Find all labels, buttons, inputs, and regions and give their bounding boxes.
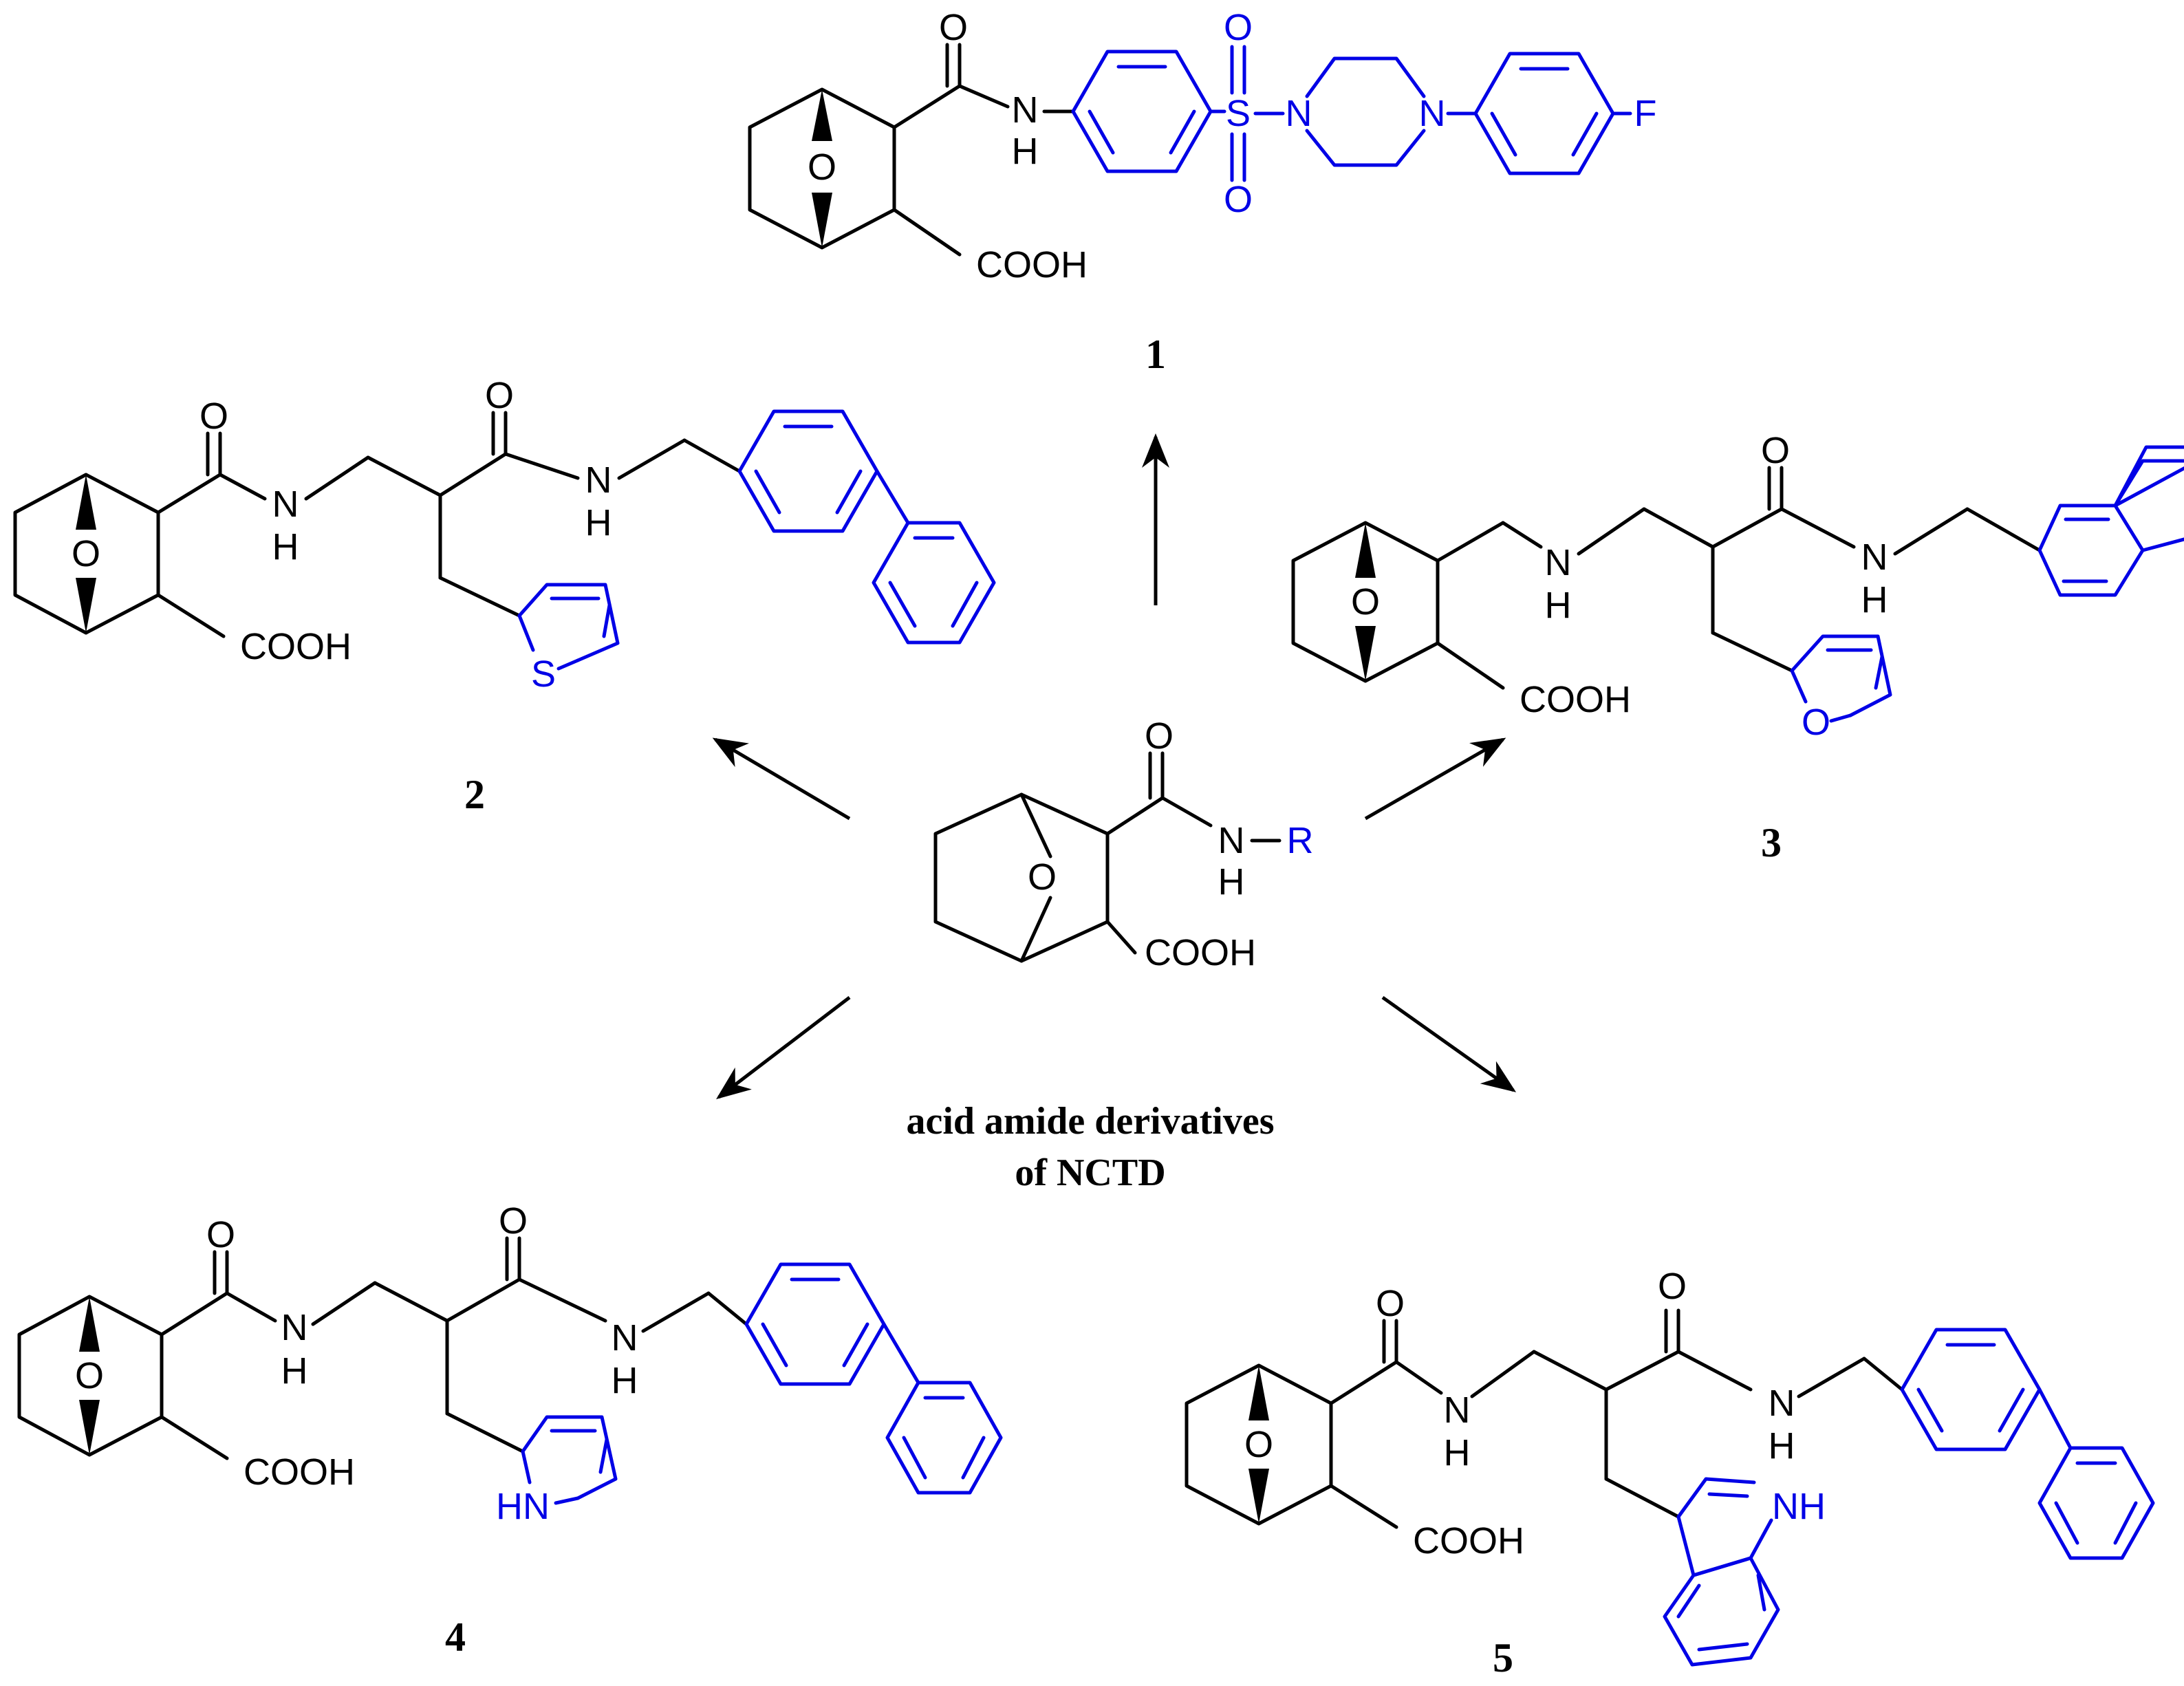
atom-h-2: H	[1861, 579, 1888, 620]
atom-h: H	[1444, 1432, 1471, 1473]
compound-5: O O N H O N H COOH NH	[1185, 1266, 2155, 1680]
caption-line2: of NCTD	[1015, 1152, 1165, 1194]
atom-n-2: N	[585, 460, 612, 501]
atom-cooh: COOH	[1520, 679, 1631, 720]
arrow-to-5	[1381, 995, 1517, 1092]
atom-o-carbonyl: O	[1376, 1283, 1405, 1324]
atom-h: H	[1218, 861, 1245, 903]
atom-o-carbonyl: O	[939, 7, 968, 48]
atom-cooh: COOH	[1145, 932, 1256, 973]
arrow-to-2	[712, 737, 851, 821]
atom-n: N	[1012, 89, 1039, 131]
compound-2: O O N H O N H COOH S	[13, 375, 996, 817]
compound-4: O O N H O N H COOH HN	[17, 1200, 1003, 1660]
atom-n: N	[1444, 1390, 1471, 1431]
atom-n: N	[281, 1307, 308, 1348]
atom-o-carbonyl: O	[1761, 430, 1790, 471]
atom-o-sulfonyl-top: O	[1224, 7, 1253, 48]
atom-o-bridge: O	[72, 533, 100, 574]
atom-o-carbonyl-2: O	[499, 1200, 528, 1242]
atom-h-2: H	[585, 502, 612, 543]
atom-r-group: R	[1287, 820, 1314, 861]
atom-f: F	[1634, 93, 1657, 134]
atom-s: S	[531, 653, 556, 695]
atom-o-bridge: O	[1351, 581, 1380, 623]
arrows	[712, 433, 1517, 1100]
atom-h-2: H	[612, 1360, 638, 1401]
atom-o-furan: O	[1802, 702, 1830, 743]
atom-n: N	[272, 484, 299, 525]
compound-label: 3	[1761, 820, 1782, 865]
arrow-to-4	[716, 996, 851, 1100]
compound-label: 1	[1145, 332, 1166, 377]
atom-cooh: COOH	[976, 244, 1088, 285]
atom-o-carbonyl: O	[199, 396, 228, 437]
atom-h: H	[1012, 131, 1039, 172]
compound-label: 5	[1493, 1635, 1513, 1680]
compound-label: 4	[445, 1614, 466, 1660]
atom-o-bridge: O	[1244, 1424, 1273, 1465]
atom-cooh: COOH	[244, 1451, 355, 1493]
atom-o-carbonyl: O	[206, 1214, 235, 1255]
atom-n-piperazine-1: N	[1286, 93, 1312, 134]
atom-n-2: N	[1861, 537, 1888, 578]
atom-o-sulfonyl-bottom: O	[1224, 179, 1253, 220]
compound-label: 2	[464, 772, 485, 817]
arrow-to-3	[1364, 737, 1506, 821]
atom-cooh: COOH	[240, 626, 352, 667]
atom-n: N	[1218, 820, 1245, 861]
atom-o-carbonyl-2: O	[1658, 1266, 1687, 1307]
atom-nh-pyrrole: HN	[496, 1486, 550, 1527]
atom-s: S	[1226, 93, 1251, 134]
atom-nh-indole: NH	[1772, 1486, 1826, 1527]
atom-h-2: H	[1769, 1425, 1795, 1467]
atom-n-2: N	[612, 1317, 638, 1359]
atom-h: H	[1545, 585, 1572, 626]
caption-line1: acid amide derivatives	[906, 1100, 1274, 1143]
center-structure: O O N H R COOH	[933, 715, 1314, 973]
atom-n-2: N	[1769, 1383, 1795, 1424]
compound-1: O O N H COOH S O O N N F 1	[748, 7, 1657, 377]
atom-cooh: COOH	[1413, 1520, 1524, 1561]
atom-h: H	[272, 526, 299, 568]
atom-o-bridge: O	[1028, 856, 1057, 898]
atom-o-bridge: O	[808, 147, 836, 188]
atom-n-piperazine-2: N	[1419, 93, 1446, 134]
atom-o-carbonyl-2: O	[485, 375, 514, 416]
atom-h: H	[281, 1350, 308, 1392]
atom-o-carbonyl: O	[1145, 715, 1174, 757]
compound-3: O N H O N H COOH O 3	[1291, 430, 2184, 865]
atom-o-bridge: O	[75, 1355, 104, 1396]
atom-n: N	[1545, 542, 1572, 583]
